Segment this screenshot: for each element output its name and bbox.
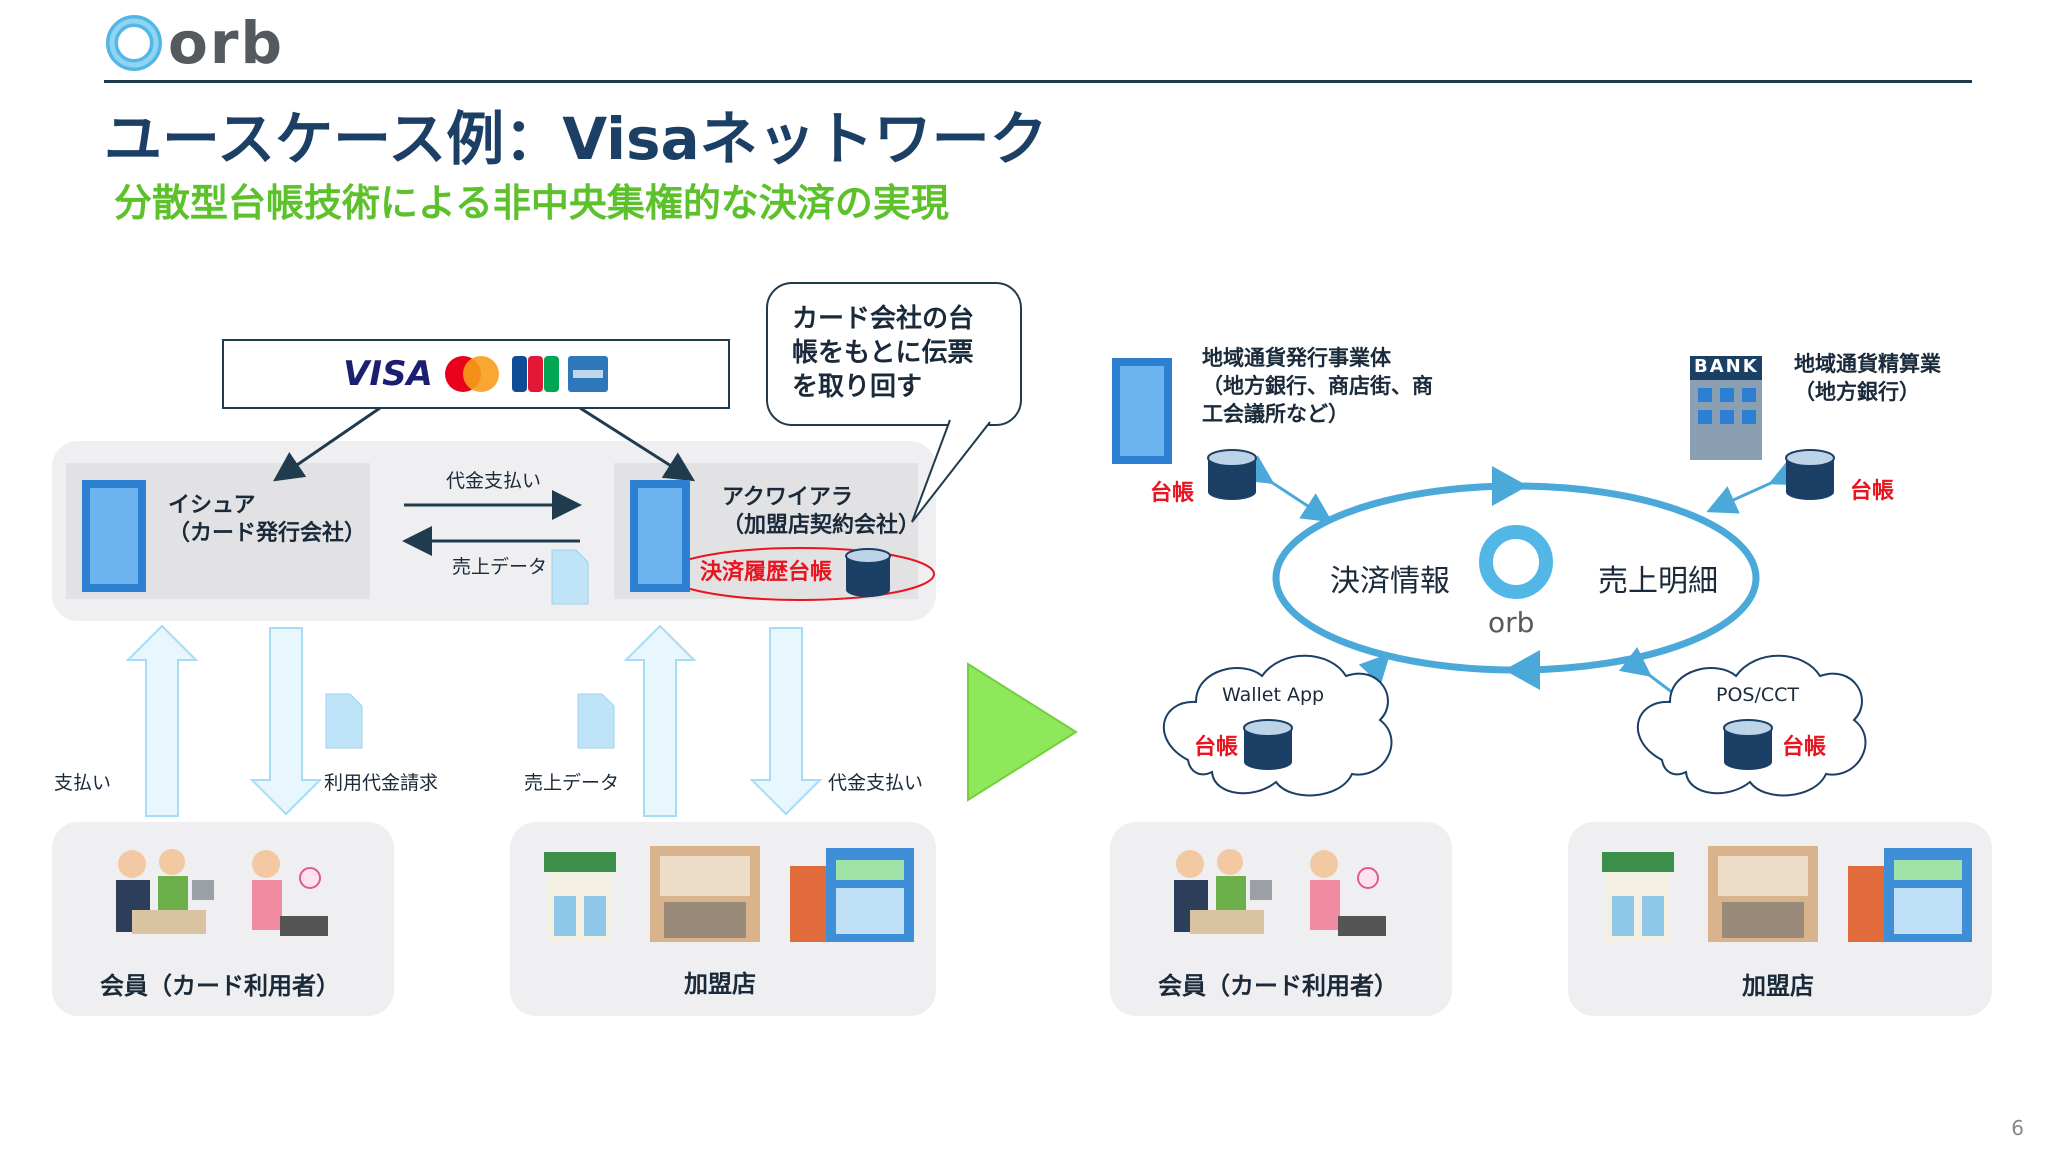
logo-text: orb bbox=[168, 9, 284, 77]
mastercard-icon bbox=[444, 356, 499, 392]
member-illustration-right bbox=[1174, 849, 1386, 936]
ledger-label-4: 台帳 bbox=[1782, 735, 1827, 760]
amex-icon bbox=[567, 356, 608, 392]
ledger-label-1: 台帳 bbox=[1150, 481, 1195, 506]
merchant-illustration bbox=[544, 846, 914, 942]
acquirer-label: アクワイアラ （加盟店契約会社） bbox=[722, 485, 921, 538]
payment-info-label: 決済情報 bbox=[1330, 564, 1450, 599]
member-illustration bbox=[116, 849, 328, 936]
page-number: 6 bbox=[2011, 1116, 2024, 1140]
payment-arrow-label: 代金支払い bbox=[446, 470, 542, 492]
member-label-left: 会員（カード利用者） bbox=[100, 972, 340, 1000]
page-title: ユースケース例：Visaネットワーク bbox=[104, 105, 1048, 173]
merchant-payment-label: 代金支払い bbox=[828, 772, 924, 794]
member-label-right: 会員（カード利用者） bbox=[1158, 972, 1398, 1000]
orb-logo: orb bbox=[106, 8, 326, 78]
usage-bill-label: 利用代金請求 bbox=[324, 772, 439, 794]
visa-logo: VISA bbox=[343, 354, 433, 394]
bubble-text: カード会社の台 帳をもとに伝票 を取り回す bbox=[792, 304, 975, 402]
page-subtitle: 分散型台帳技術による非中央集権的な決済の実現 bbox=[114, 181, 949, 225]
merchant-label-left: 加盟店 bbox=[684, 970, 756, 998]
settlement-label: 地域通貨精算業 （地方銀行） bbox=[1794, 352, 1941, 404]
payment-ledger-label: 決済履歴台帳 bbox=[700, 560, 833, 585]
sales-detail-label: 売上明細 bbox=[1598, 564, 1718, 599]
issuer-body-label: 地域通貨発行事業体 （地方銀行、商店街、商 工会議所など） bbox=[1202, 346, 1433, 426]
merchant-illustration-right bbox=[1602, 846, 1972, 942]
sales-arrow-label: 売上データ bbox=[452, 556, 548, 578]
orb-logo-icon bbox=[106, 15, 162, 71]
header-rule bbox=[104, 80, 1972, 83]
ledger-label-2: 台帳 bbox=[1850, 479, 1895, 504]
card-brands-box: VISA bbox=[222, 339, 730, 409]
merchant-label-right: 加盟店 bbox=[1742, 972, 1814, 1000]
orb-center-label: orb bbox=[1488, 606, 1535, 639]
speech-bubble: カード会社の台 帳をもとに伝票 を取り回す bbox=[766, 282, 1022, 426]
merchant-sales-label: 売上データ bbox=[524, 772, 620, 794]
issuer-label: イシュア （カード発行会社） bbox=[168, 493, 367, 546]
merchant-panel-left: 加盟店 bbox=[510, 822, 936, 1016]
member-panel-right: 会員（カード利用者） bbox=[1110, 822, 1452, 1016]
pos-label: POS/CCT bbox=[1716, 684, 1800, 706]
wallet-app-label: Wallet App bbox=[1222, 684, 1325, 706]
merchant-panel-right: 加盟店 bbox=[1568, 822, 1992, 1016]
ledger-label-3: 台帳 bbox=[1194, 735, 1239, 760]
bank-sign: BANK bbox=[1694, 356, 1759, 377]
member-pay-label: 支払い bbox=[54, 772, 112, 794]
member-panel-left: 会員（カード利用者） bbox=[52, 822, 394, 1016]
jcb-icon bbox=[511, 356, 559, 392]
